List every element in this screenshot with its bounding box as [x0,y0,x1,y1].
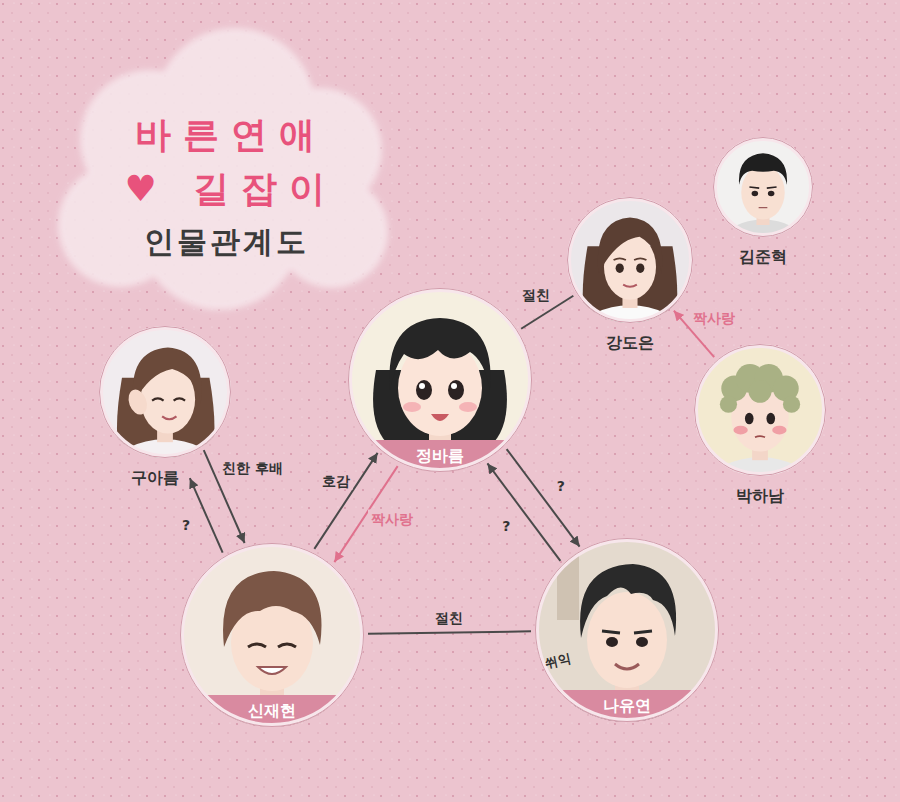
frame-edge [695,345,826,476]
frame-ring [715,139,811,235]
edge-label-anchor: ? [179,515,193,534]
title-box: 바른연애 ♥ 길잡이 [110,108,340,216]
portrait [694,344,826,512]
relation-arrow [507,449,580,547]
frame-edge [349,289,532,472]
relation-label: 호감 [319,472,353,490]
relation-line [368,631,531,633]
relation-arrow [487,463,560,561]
relation-label: ? [179,516,193,534]
character-node: 강도은 [567,197,693,353]
portrait [180,543,364,775]
character-node: 구아름 [99,326,231,488]
edge-label-anchor: 짝사랑 [368,508,416,527]
character-name: 나유연 [603,690,651,722]
caption-box: 인물관계도 [110,222,340,262]
character-node: 신재현 [180,543,364,727]
portrait-frame [694,344,826,476]
character-name: 정바름 [416,440,464,472]
portrait [567,197,693,357]
character-name: 신재현 [248,695,296,727]
portrait [713,137,813,263]
frame-edge [536,539,719,722]
frame-ring [569,199,691,321]
edge-label-anchor: ? [554,475,568,494]
frame-edge [714,138,813,237]
portrait-frame [713,137,813,237]
character-name: 강도은 [606,333,654,353]
portrait-frame [348,288,532,472]
edge-label-anchor: 절친 [432,607,466,626]
character-node: 나유연 [535,538,719,722]
title-cloud [58,28,388,310]
caption: 인물관계도 [110,222,340,262]
portrait-frame [567,197,693,323]
edge-label-anchor: ? [499,516,513,535]
frame-ring [101,328,229,456]
frame-edge [100,327,231,458]
relation-label: 짝사랑 [368,509,416,527]
edge-label-anchor: 짝사랑 [690,307,738,326]
character-name: 박하남 [736,486,784,506]
relation-arrow [190,478,223,552]
portrait-frame [99,326,231,458]
relation-label: ? [554,476,568,494]
relation-arrow [314,453,377,549]
frame-edge [181,544,364,727]
character-name: 구아름 [131,468,179,488]
edge-label-anchor: 절친 [519,284,553,303]
relation-label: 절친 [432,608,466,626]
portrait-frame [535,538,719,722]
frame-ring [537,540,717,720]
frame-ring [182,545,362,725]
frame-ring [350,290,530,470]
character-node: 정바름 [348,288,532,472]
character-node: 박하남 [694,344,826,506]
frame-edge [568,198,693,323]
title: 바른연애 ♥ 길잡이 [110,108,340,216]
relation-label: ? [499,517,513,535]
relation-label: 친한 후배 [219,459,286,477]
edge-label-anchor: 호감 [319,471,353,490]
character-name: 김준혁 [739,247,787,267]
character-node: 김준혁 [713,137,813,267]
relation-label: 짝사랑 [690,308,738,326]
portrait-frame [180,543,364,727]
portrait [535,538,719,772]
relation-label: 절친 [519,285,553,303]
edge-label-anchor: 친한 후배 [219,458,286,477]
frame-ring [696,346,824,474]
